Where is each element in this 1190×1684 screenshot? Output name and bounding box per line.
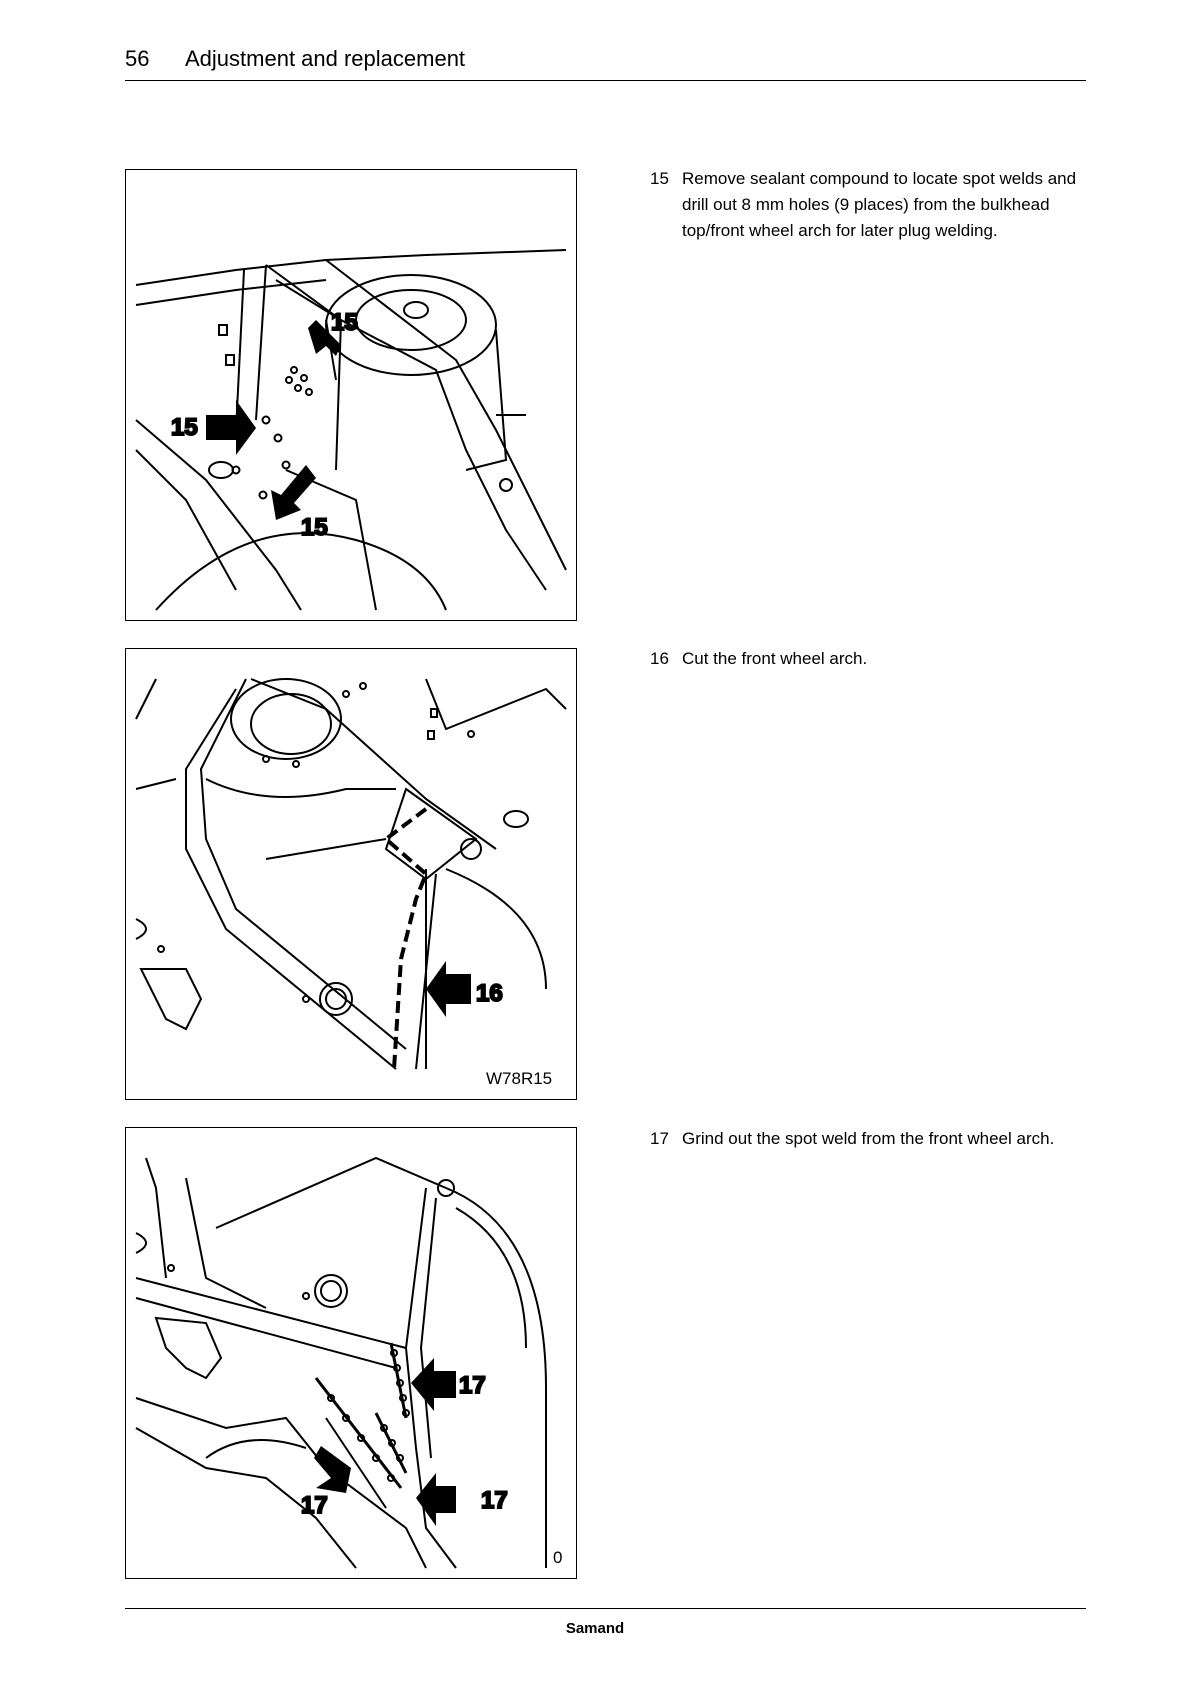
callout-15-bottom: 15 bbox=[301, 514, 328, 541]
figure-step-16: 16 W78R15 bbox=[125, 648, 577, 1100]
callout-17-upper: 17 bbox=[459, 1372, 486, 1399]
figure-code: 0 bbox=[553, 1548, 562, 1568]
step-text: Grind out the spot weld from the front w… bbox=[682, 1126, 1090, 1152]
step-text: Cut the front wheel arch. bbox=[682, 646, 1090, 672]
callout-17-left: 17 bbox=[301, 1492, 328, 1519]
figure-code: W78R15 bbox=[486, 1069, 552, 1089]
callout-15-left: 15 bbox=[171, 414, 198, 441]
callout-15-top: 15 bbox=[331, 309, 358, 336]
footer-divider bbox=[125, 1608, 1086, 1609]
page-number: 56 bbox=[125, 46, 149, 72]
step-number: 15 bbox=[650, 166, 669, 192]
footer-brand: Samand bbox=[0, 1620, 1190, 1637]
illustration-bulkhead-spot-welds: 15 15 15 bbox=[126, 170, 576, 620]
callout-16: 16 bbox=[476, 980, 503, 1007]
illustration-wheel-arch-spot-weld-grind: 17 17 17 bbox=[126, 1128, 576, 1578]
figure-step-17: 17 17 17 0 bbox=[125, 1127, 577, 1579]
page-title: Adjustment and replacement bbox=[185, 46, 465, 72]
step-number: 16 bbox=[650, 646, 669, 672]
illustration-front-wheel-arch-cut: 16 bbox=[126, 649, 576, 1099]
page-header: 56 Adjustment and replacement bbox=[125, 42, 1086, 81]
callout-17-right: 17 bbox=[481, 1487, 508, 1514]
figure-step-15: 15 15 15 bbox=[125, 169, 577, 621]
step-number: 17 bbox=[650, 1126, 669, 1152]
step-text: Remove sealant compound to locate spot w… bbox=[682, 166, 1090, 244]
